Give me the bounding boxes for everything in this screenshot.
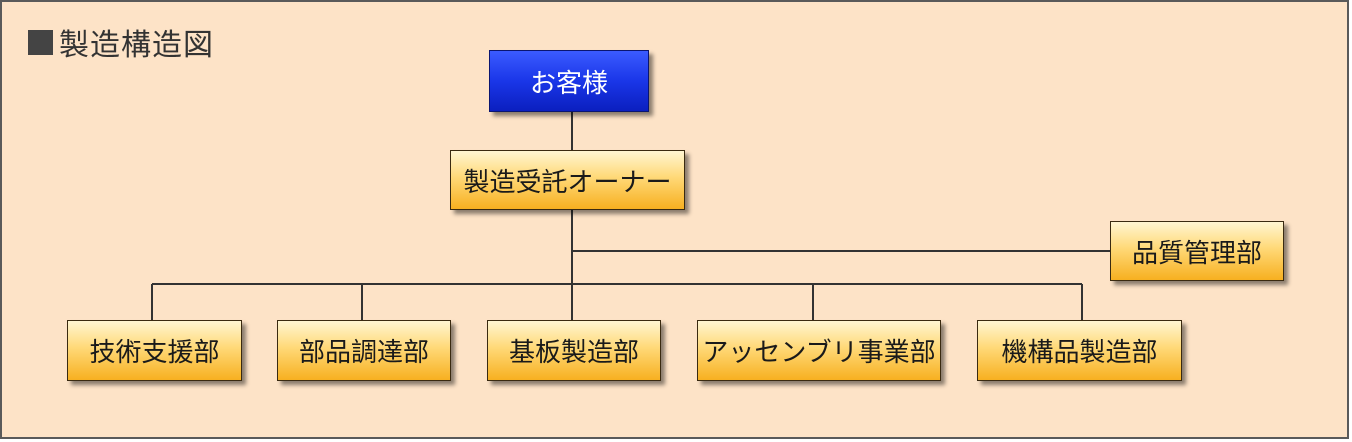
node-owner-label: 製造受託オーナー [463,167,672,198]
node-quality-management-label: 品質管理部 [1131,238,1262,269]
node-dept-label: アッセンブリ事業部 [702,338,936,368]
node-dept-tech-support: 技術支援部 [67,320,242,381]
node-customer: お客様 [489,50,649,112]
node-dept-label: 技術支援部 [89,338,220,368]
diagram-title-text: 製造構造図 [59,28,214,63]
node-dept-mechanical: 機構品製造部 [977,320,1182,381]
node-dept-label: 部品調達部 [298,338,429,368]
diagram-title: 製造構造図 [28,20,214,64]
node-dept-procurement: 部品調達部 [277,320,451,381]
node-owner: 製造受託オーナー [450,150,685,210]
node-quality-management: 品質管理部 [1110,221,1284,281]
node-dept-label: 機構品製造部 [1001,338,1158,368]
square-bullet-icon [28,29,53,55]
node-customer-label: お客様 [529,68,608,99]
node-dept-label: 基板製造部 [508,338,639,368]
node-dept-assembly: アッセンブリ事業部 [697,320,941,381]
node-dept-board-manufacturing: 基板製造部 [487,320,661,381]
